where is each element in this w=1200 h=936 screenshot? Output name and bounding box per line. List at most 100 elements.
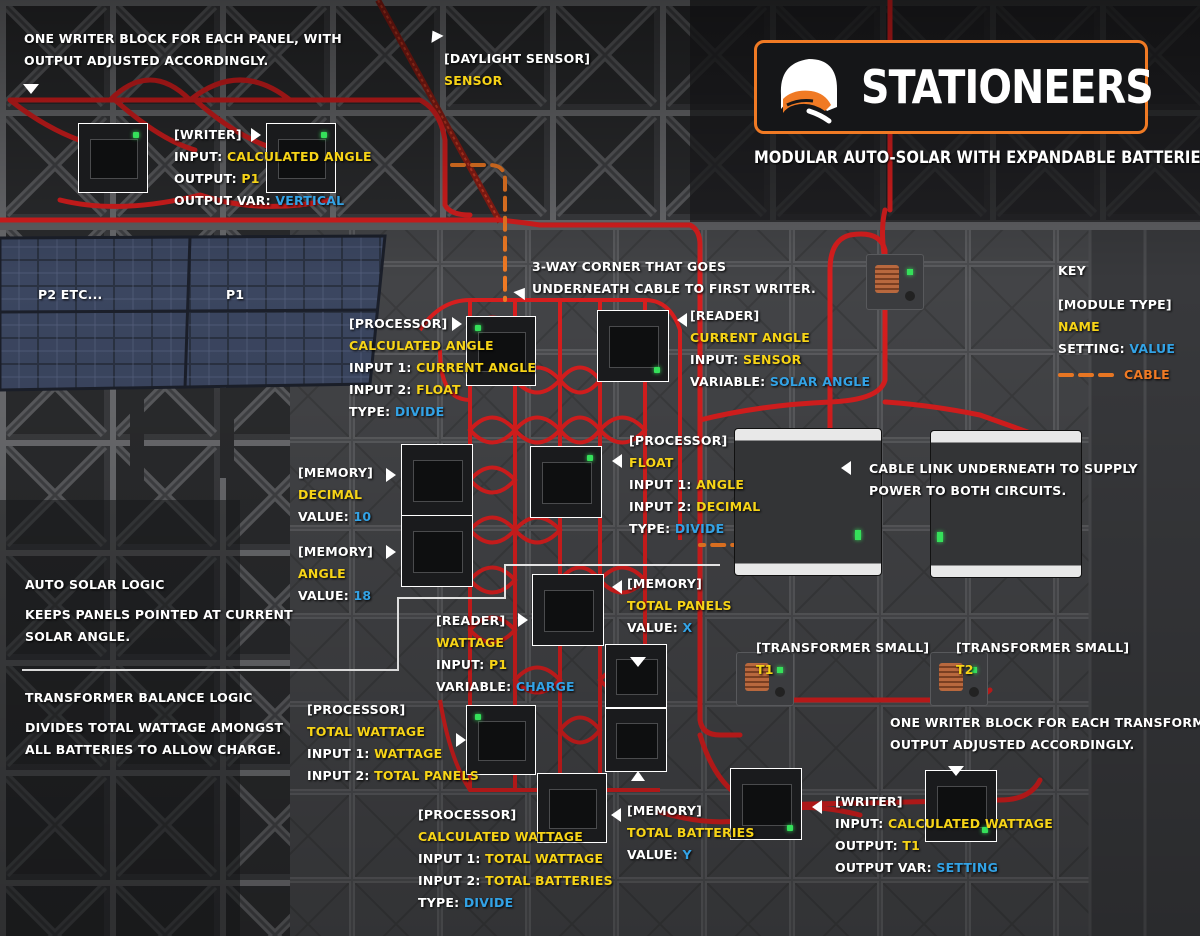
reader-current-angle-label: [READER] CURRENT ANGLE INPUT: SENSOR VAR…: [690, 305, 870, 393]
logo-title: STATIONEERS: [861, 60, 1154, 114]
module-name: SENSOR: [444, 73, 503, 88]
key-name: NAME: [1058, 319, 1100, 334]
module-name: DECIMAL: [298, 487, 363, 502]
type-label: TYPE:: [349, 404, 395, 419]
module-type: [WRITER]: [835, 794, 903, 809]
pointer-right-icon: [386, 545, 396, 559]
module-type: [PROCESSOR]: [349, 316, 448, 331]
pointer-down-icon: [948, 766, 964, 776]
module-type: [MEMORY]: [627, 576, 703, 591]
module-type: [PROCESSOR]: [629, 433, 728, 448]
memory-decimal-module[interactable]: [401, 444, 473, 516]
pointer-left-icon: [611, 808, 621, 822]
section-desc-line1: DIVIDES TOTAL WATTAGE AMONGST: [25, 720, 284, 735]
module-name: TOTAL BATTERIES: [627, 825, 755, 840]
input1-label: INPUT 1:: [629, 477, 697, 492]
section-title: TRANSFORMER BALANCE LOGIC: [25, 690, 253, 705]
input2-label: INPUT 2:: [349, 382, 417, 397]
pointer-right-icon: [452, 317, 462, 331]
input-label: INPUT:: [436, 657, 490, 672]
pointer-left-icon: [841, 461, 851, 475]
pointer-left-icon: [812, 800, 822, 814]
writer-transformer-module[interactable]: [925, 770, 997, 842]
battery-2-led: [937, 532, 943, 542]
transformer-writer-note: ONE WRITER BLOCK FOR EACH TRANSFORMER WI…: [890, 712, 1200, 756]
module-name: WATTAGE: [436, 635, 505, 650]
input-value: SENSOR: [743, 352, 802, 367]
memory-angle-label: [MEMORY] ANGLE VALUE: 18: [298, 541, 373, 607]
processor-float-label: [PROCESSOR] FLOAT INPUT 1: ANGLE INPUT 2…: [629, 430, 760, 540]
module-name: T2: [956, 662, 974, 677]
pointer-right-icon: [386, 468, 396, 482]
memory-total-batteries-module[interactable]: [730, 768, 802, 840]
memory-total-panels-module[interactable]: [532, 574, 604, 646]
transformer-balance-section: TRANSFORMER BALANCE LOGIC DIVIDES TOTAL …: [25, 687, 283, 761]
input-value: CALCULATED WATTAGE: [888, 816, 1054, 831]
output-var-label: OUTPUT VAR:: [835, 860, 937, 875]
writer-module-p1[interactable]: [266, 123, 336, 193]
module-type: [MEMORY]: [298, 544, 374, 559]
output-value: T1: [902, 838, 921, 853]
input2-value: DECIMAL: [696, 499, 761, 514]
input1-value: ANGLE: [696, 477, 745, 492]
module-name: CALCULATED WATTAGE: [418, 829, 583, 844]
input1-label: INPUT 1:: [418, 851, 486, 866]
input1-value: CURRENT ANGLE: [416, 360, 537, 375]
value-label: VALUE:: [298, 588, 354, 603]
transformer-small-t1[interactable]: [736, 652, 794, 706]
variable-value: SOLAR ANGLE: [769, 374, 871, 389]
legend-key: KEY [MODULE TYPE] NAME SETTING: VALUE: [1058, 260, 1175, 360]
module-type: [MEMORY]: [298, 465, 374, 480]
writer-transformer-label: [WRITER] INPUT: CALCULATED WATTAGE OUTPU…: [835, 791, 1053, 879]
memory-panel-a-module[interactable]: [605, 644, 667, 708]
key-title: KEY: [1058, 263, 1086, 278]
type-value: DIVIDE: [463, 895, 514, 910]
writer-module-p2[interactable]: [78, 123, 148, 193]
helmet-icon: [780, 59, 837, 124]
input2-value: TOTAL BATTERIES: [485, 873, 613, 888]
module-name: ANGLE: [298, 566, 346, 581]
module-name: FLOAT: [629, 455, 674, 470]
memory-angle-module[interactable]: [401, 515, 473, 587]
transformer-small-top[interactable]: [866, 254, 924, 310]
key-setting-label: SETTING:: [1058, 341, 1130, 356]
transformer-t1-label: [TRANSFORMER SMALL] T1: [756, 637, 929, 681]
page-subtitle: MODULAR AUTO-SOLAR WITH EXPANDABLE BATTE…: [754, 148, 1200, 167]
value-label: VALUE:: [627, 620, 683, 635]
module-type: [READER]: [690, 308, 760, 323]
battery-1: [734, 428, 882, 576]
battery-1-led: [855, 530, 861, 540]
module-name: TOTAL PANELS: [627, 598, 732, 613]
processor-calculated-wattage-module[interactable]: [537, 773, 607, 843]
battery-2: [930, 430, 1082, 578]
daylight-sensor-label: [DAYLIGHT SENSOR] SENSOR: [444, 48, 590, 92]
processor-calculated-angle-module[interactable]: [466, 316, 536, 386]
input-label: INPUT:: [835, 816, 889, 831]
reader-current-angle-module[interactable]: [597, 310, 669, 382]
type-label: TYPE:: [418, 895, 464, 910]
value: Y: [682, 847, 692, 862]
input-label: INPUT:: [174, 149, 228, 164]
type-label: TYPE:: [629, 521, 675, 536]
value-label: VALUE:: [627, 847, 683, 862]
transformer-small-t2[interactable]: [930, 652, 988, 706]
module-name: CURRENT ANGLE: [690, 330, 810, 345]
processor-total-wattage-module[interactable]: [466, 705, 536, 775]
writer-note-line1: ONE WRITER BLOCK FOR EACH PANEL, WITH: [24, 31, 342, 46]
value: 18: [353, 588, 372, 603]
memory-panel-b-module[interactable]: [605, 708, 667, 772]
pointer-down-icon: [23, 84, 39, 94]
panel-label-p1: P1: [226, 287, 245, 302]
pointer-right-icon: [456, 733, 466, 747]
module-type: [WRITER]: [174, 127, 242, 142]
transformer-writer-line1: ONE WRITER BLOCK FOR EACH TRANSFORMER WI…: [890, 715, 1200, 730]
output-label: OUTPUT:: [174, 171, 242, 186]
output-var-label: OUTPUT VAR:: [174, 193, 276, 208]
processor-float-module[interactable]: [530, 446, 602, 518]
pointer-left-icon: [612, 454, 622, 468]
type-value: DIVIDE: [674, 521, 725, 536]
module-name: T1: [756, 662, 774, 677]
section-title: AUTO SOLAR LOGIC: [25, 577, 165, 592]
writer-panel-label: [WRITER] INPUT: CALCULATED ANGLE OUTPUT:…: [174, 124, 372, 212]
pointer-left-icon: [612, 580, 622, 594]
